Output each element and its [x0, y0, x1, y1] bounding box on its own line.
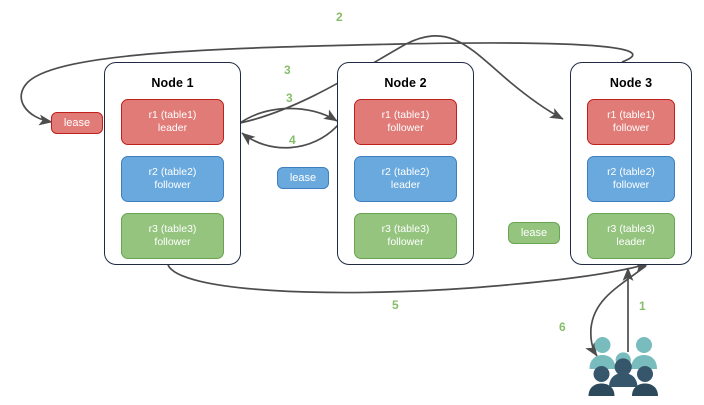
edge-label-6: 6 [559, 320, 566, 334]
replica-name: r1 (table1) [381, 108, 430, 121]
replica-role: leader [157, 122, 188, 134]
edge-label-2: 2 [336, 10, 343, 24]
replica-n3-r3[interactable]: r3 (table3) leader [587, 213, 675, 259]
edge-label-5: 5 [392, 298, 399, 312]
replica-name: r2 (table2) [148, 165, 197, 178]
node-title: Node 1 [151, 76, 194, 90]
edge-label-3-upper: 3 [284, 63, 291, 77]
replica-role: follower [154, 236, 191, 248]
node-box-3[interactable]: Node 3 r1 (table1) follower r2 (table2) … [570, 62, 692, 265]
edge-5-path [167, 262, 649, 294]
replica-role: follower [387, 122, 424, 134]
replica-n1-r2[interactable]: r2 (table2) follower [121, 156, 224, 202]
replica-name: r3 (table3) [381, 222, 430, 235]
replica-name: r2 (table2) [381, 165, 430, 178]
replica-name: r1 (table1) [607, 108, 655, 121]
replica-role: follower [612, 122, 650, 134]
people-group-icon [588, 337, 658, 396]
node-title: Node 3 [609, 76, 653, 90]
replica-n1-r3[interactable]: r3 (table3) follower [121, 213, 224, 259]
lease-pill-red[interactable]: lease [51, 112, 103, 134]
replica-name: r1 (table1) [148, 108, 197, 121]
replica-name: r3 (table3) [607, 222, 655, 235]
replica-role: leader [390, 179, 421, 191]
replica-role: leader [616, 236, 646, 248]
node-title: Node 2 [384, 76, 427, 90]
node-box-1[interactable]: Node 1 r1 (table1) leader r2 (table2) fo… [104, 62, 241, 265]
replica-role: follower [612, 179, 650, 191]
node-box-2[interactable]: Node 2 r1 (table1) follower r2 (table2) … [337, 62, 474, 265]
replica-n2-r2[interactable]: r2 (table2) leader [354, 156, 457, 202]
replica-n2-r3[interactable]: r3 (table3) follower [354, 213, 457, 259]
replica-name: r3 (table3) [148, 222, 197, 235]
replica-n3-r1[interactable]: r1 (table1) follower [587, 99, 675, 145]
edge-3-lower-path [239, 107, 338, 124]
edge-label-4: 4 [289, 133, 296, 147]
edge-label-3-lower: 3 [286, 91, 293, 105]
replica-role: follower [154, 179, 191, 191]
lease-pill-green[interactable]: lease [508, 222, 560, 244]
replica-role: follower [387, 236, 424, 248]
replica-name: r2 (table2) [607, 165, 655, 178]
edge-label-1: 1 [639, 299, 646, 313]
replica-n2-r1[interactable]: r1 (table1) follower [354, 99, 457, 145]
replica-n3-r2[interactable]: r2 (table2) follower [587, 156, 675, 202]
replica-n1-r1[interactable]: r1 (table1) leader [121, 99, 224, 145]
lease-pill-blue[interactable]: lease [277, 167, 329, 189]
